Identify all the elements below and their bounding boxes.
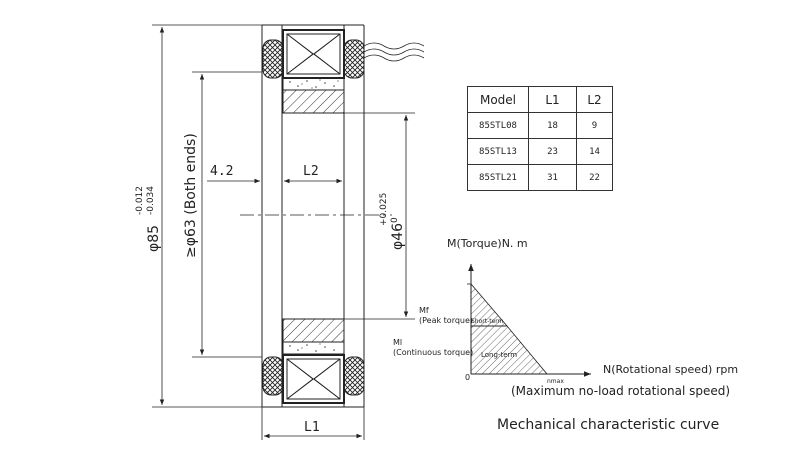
bottom-shaft-hatch	[282, 318, 345, 343]
origin-label: 0	[465, 373, 470, 382]
top-left-seal	[262, 39, 284, 79]
top-shaft-hatch	[282, 89, 345, 114]
bottom-spacer-band	[282, 341, 345, 355]
long-term-label: Long-term	[481, 351, 517, 359]
table-cell: 85STL08	[467, 112, 529, 139]
characteristic-curve	[467, 264, 591, 377]
table-cell: 85STL13	[467, 138, 529, 165]
table-header-row: Model L1 L2	[467, 86, 613, 113]
table-cell: 9	[576, 112, 613, 139]
table-header-cell: L1	[528, 86, 577, 113]
bottom-roller	[282, 354, 345, 404]
table-row: 85STL08 18 9	[467, 112, 613, 139]
top-spacer-band	[282, 77, 345, 91]
table-cell: 31	[528, 164, 577, 191]
dim-bore-tol-lower: 0	[390, 217, 400, 223]
dim-inner-label: ≥φ63 (Both ends)	[183, 133, 199, 258]
x-axis-note: (Maximum no-load rotational speed)	[511, 384, 730, 398]
bottom-right-seal	[343, 356, 365, 396]
dim-outer-tol-lower: -0.034	[146, 186, 156, 215]
bottom-left-seal	[262, 356, 284, 396]
top-right-seal	[343, 39, 365, 79]
table-cell: 23	[528, 138, 577, 165]
dim-outer-tol-upper: -0.012	[135, 186, 145, 215]
model-dimension-table: Model L1 L2 85STL08 18 9 85STL13 23 14 8…	[467, 86, 613, 191]
table-cell: 14	[576, 138, 613, 165]
table-cell: 18	[528, 112, 577, 139]
table-row: 85STL13 23 14	[467, 138, 613, 165]
dim-offset-label: 4.2	[210, 164, 233, 179]
short-term-label: Short-term	[471, 318, 504, 325]
dim-bore-label: φ46	[390, 223, 406, 250]
table-header-cell: Model	[467, 86, 529, 113]
ml-label: Ml	[393, 338, 402, 347]
table-row: 85STL21 31 22	[467, 164, 613, 191]
dim-outer-label: φ85	[146, 225, 162, 252]
mf-desc: (Peak torque)	[419, 316, 473, 325]
bearing-body	[240, 24, 425, 408]
ml-desc: (Continuous torque)	[393, 348, 473, 357]
nmax-label: nmax	[547, 378, 564, 385]
curve-caption: Mechanical characteristic curve	[497, 417, 720, 433]
mf-label: Mf	[419, 306, 429, 315]
table-cell: 85STL21	[467, 164, 529, 191]
table-header-cell: L2	[576, 86, 613, 113]
x-axis-label: N(Rotational speed) rpm	[603, 363, 738, 376]
dim-l1-label: L1	[304, 420, 320, 435]
dimension-lines	[152, 24, 415, 440]
y-axis-label: M(Torque)N. m	[447, 237, 528, 250]
dim-bore-tol-upper: +0.025	[379, 193, 389, 226]
long-term-region	[470, 325, 548, 375]
top-roller	[282, 29, 345, 79]
table-cell: 22	[576, 164, 613, 191]
dim-l2-label: L2	[303, 164, 319, 179]
